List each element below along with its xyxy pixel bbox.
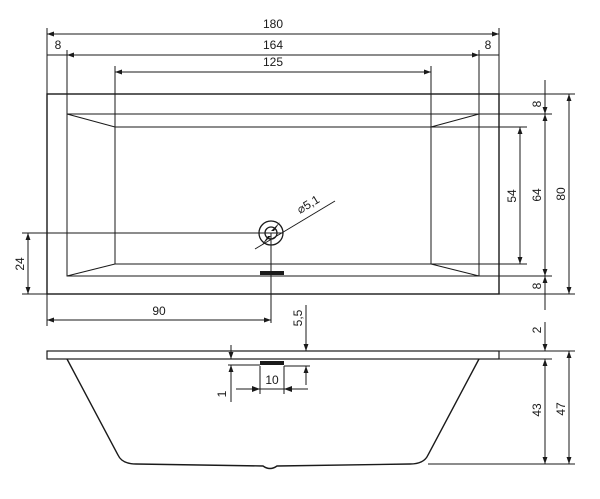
drain-diameter-arrow — [271, 222, 280, 231]
tub-body-section — [66, 358, 480, 470]
bevel-line — [66, 263, 116, 277]
bevel-line — [66, 113, 116, 128]
label-drain-offset-y: 24 — [13, 257, 27, 271]
drain-diameter-arrow — [262, 236, 271, 245]
label-drain-diameter: ⌀5,1 — [294, 192, 322, 216]
drain-dimensions: ⌀5,1 24 90 — [13, 192, 336, 326]
label-rim-right: 8 — [485, 38, 492, 52]
label-inner-depth: 43 — [530, 403, 544, 417]
label-total-depth: 47 — [554, 402, 568, 416]
tub-inner-outline — [66, 113, 480, 277]
overflow-outlet — [260, 361, 284, 365]
dimension-arrow — [252, 386, 260, 392]
overflow-slot — [260, 271, 284, 275]
label-total-width: 80 — [554, 187, 568, 201]
label-rim-left: 8 — [55, 38, 62, 52]
bevel-line — [430, 263, 480, 277]
tub-outer-outline — [46, 93, 500, 295]
label-rim-bottom: 8 — [530, 282, 544, 289]
label-overflow-gap: 1 — [215, 390, 229, 397]
label-floor-length: 125 — [263, 55, 283, 69]
dimension-arrow — [284, 386, 292, 392]
top-view — [22, 93, 500, 323]
side-view — [46, 350, 500, 470]
label-overflow-width: 10 — [265, 373, 279, 387]
label-total-length: 180 — [263, 17, 283, 31]
right-dimensions: 54 64 8 8 80 — [431, 80, 575, 310]
label-inner-length: 164 — [263, 38, 283, 52]
side-dimensions: 5,5 10 1 2 43 47 — [215, 305, 575, 465]
label-drain-offset-x: 90 — [152, 304, 166, 318]
label-rim-thickness: 2 — [530, 326, 544, 333]
tub-rim-section — [46, 350, 500, 360]
drain-diameter-leader — [254, 200, 336, 250]
label-inner-width: 64 — [530, 188, 544, 202]
label-floor-width: 54 — [505, 189, 519, 203]
label-overflow-drop: 5,5 — [291, 309, 305, 326]
tub-floor-outline — [114, 126, 432, 265]
bevel-line — [430, 113, 480, 128]
label-rim-top: 8 — [530, 100, 544, 107]
top-dimensions: 180 164 8 8 125 — [46, 17, 500, 127]
